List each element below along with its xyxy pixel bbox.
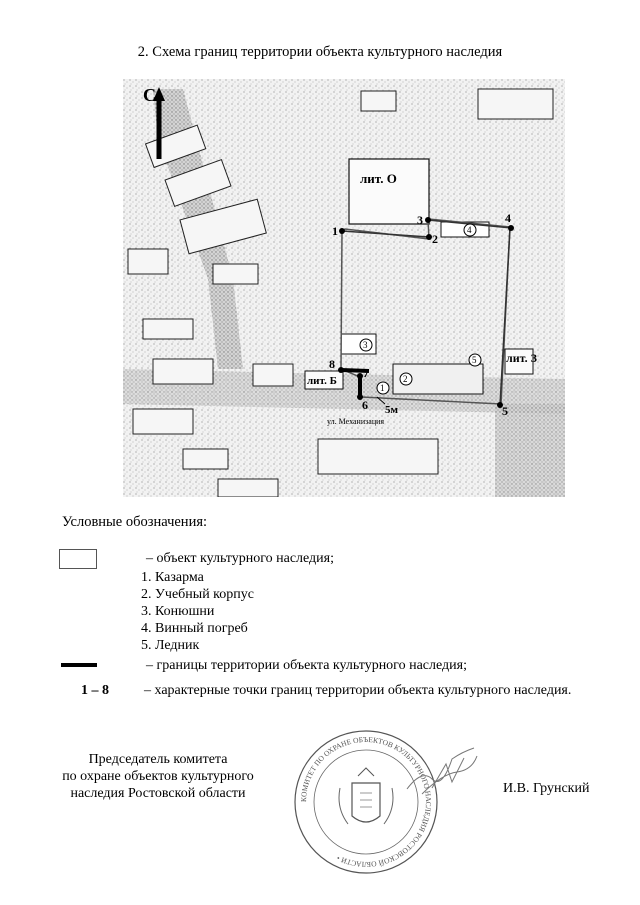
street-label: ул. Механизация (327, 417, 384, 426)
building-lit-o (348, 158, 430, 225)
legend-boundary-text: – границы территории объекта культурного… (146, 658, 467, 673)
signatory-position-line: по охране объектов культурного (62, 769, 254, 784)
point-label-3: 3 (417, 213, 423, 227)
official-seal: КОМИТЕТ ПО ОХРАНЕ ОБЪЕКТОВ КУЛЬТУРНОГО Н… (294, 730, 438, 874)
label-lit-o: лит. О (360, 171, 397, 186)
object-marker-2: 2 (403, 374, 408, 384)
label-lit-b: лит. Б (307, 375, 337, 387)
legend-object-item: 3. Конюшни (141, 604, 215, 619)
boundary-scheme-map: лит. О лит. З лит. Б 1 2 3 4 5 6 7 8 3 (123, 79, 565, 497)
point-label-7: 7 (363, 366, 369, 380)
signatory-position-line: наследия Ростовской области (70, 786, 246, 801)
boundary-1-2 (341, 230, 430, 238)
object-marker-4: 4 (467, 225, 472, 235)
legend-object-item: 5. Ледник (141, 638, 200, 653)
boundary-thick-7-8 (340, 368, 370, 373)
hatched-block (495, 404, 565, 497)
object-marker-1: 1 (380, 383, 385, 393)
point-label-5: 5 (502, 404, 508, 418)
object-marker-3: 3 (363, 340, 368, 350)
legend-object-symbol (59, 549, 97, 569)
legend-heading: Условные обозначения: (62, 514, 208, 530)
object-marker-5: 5 (472, 355, 477, 365)
legend-object-item: 1. Казарма (141, 570, 204, 585)
legend-points-text: – характерные точки границ территории об… (144, 683, 572, 698)
point-label-8: 8 (329, 357, 335, 371)
scale-leader (376, 396, 386, 405)
object-markers: 3 2 4 1 5 (359, 223, 482, 395)
legend-object-item: 2. Учебный корпус (141, 587, 254, 602)
emblem-branches (338, 787, 394, 825)
legend-boundary-symbol (61, 663, 97, 667)
point-label-1: 1 (332, 224, 338, 238)
page-title: 2. Схема границ территории объекта культ… (137, 44, 503, 60)
boundary-4-5 (499, 227, 511, 406)
north-arrow-head (153, 87, 165, 101)
label-lit-z: лит. З (506, 351, 537, 365)
legend-object-text: – объект культурного наследия; (146, 551, 334, 566)
corner-points (338, 217, 514, 408)
emblem-crown (357, 767, 375, 777)
signatory-position-line: Председатель комитета (88, 752, 228, 767)
legend-points-range: 1 – 8 (81, 683, 109, 698)
point-label-6: 6 (362, 398, 368, 412)
point-label-2: 2 (432, 232, 438, 246)
point-labels: 1 2 3 4 5 6 7 8 (329, 211, 511, 418)
north-label: С (143, 85, 156, 105)
left-buildings (127, 88, 554, 497)
building-lit-z (504, 348, 534, 375)
emblem-shield (351, 782, 381, 823)
scale-5m-label: 5м (385, 404, 399, 416)
signatory-position: Председатель комитета по охране объектов… (46, 751, 270, 802)
point-label-4: 4 (505, 211, 511, 225)
signatory-name: И.В. Грунский (503, 781, 590, 796)
legend-object-item: 4. Винный погреб (141, 621, 248, 636)
building-lit-b (304, 370, 344, 390)
legend-objects-list: 1. Казарма 2. Учебный корпус 3. Конюшни … (141, 569, 254, 654)
handwritten-signature (406, 747, 478, 795)
